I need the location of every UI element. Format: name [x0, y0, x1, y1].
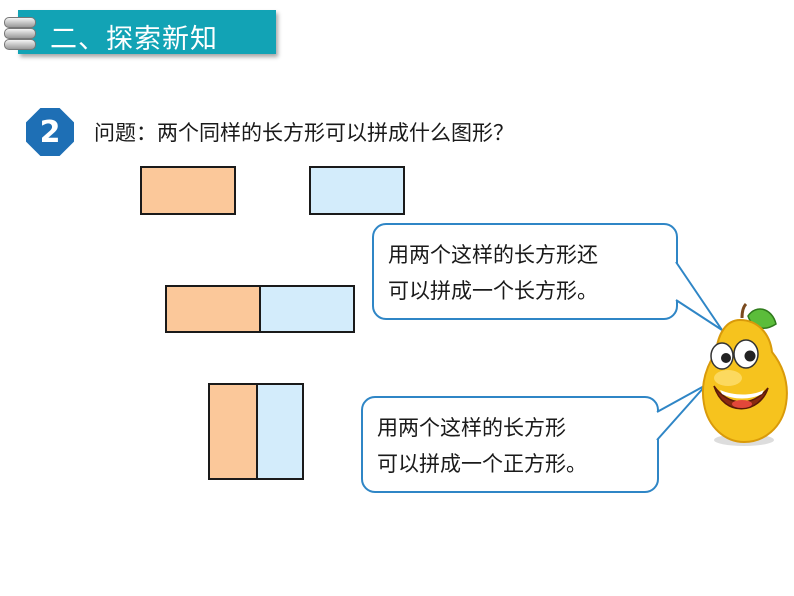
binder-ring-icon	[4, 28, 36, 39]
section-header: 二、探索新知	[18, 10, 276, 55]
blue-rectangle	[309, 166, 405, 215]
bubble-tail-icon	[656, 384, 707, 441]
binder-ring-icon	[4, 17, 36, 28]
problem-number-badge: 2	[26, 108, 74, 156]
speech-bubble-square: 用两个这样的长方形 可以拼成一个正方形。	[361, 396, 659, 493]
section-title: 二、探索新知	[50, 24, 218, 55]
bubble-text-line: 可以拼成一个正方形。	[377, 452, 587, 476]
pear-mascot-icon	[702, 302, 788, 446]
bubble-text-line: 用两个这样的长方形还	[388, 243, 598, 267]
problem-question: 问题：两个同样的长方形可以拼成什么图形？	[94, 121, 514, 145]
combined-rectangle-right	[259, 285, 355, 333]
combined-rectangle-left	[165, 285, 261, 333]
combined-square-right	[256, 383, 304, 480]
bubble-text-line: 用两个这样的长方形	[377, 416, 566, 440]
speech-bubble-rectangle: 用两个这样的长方形还 可以拼成一个长方形。	[372, 223, 678, 320]
orange-rectangle	[140, 166, 236, 215]
bubble-text-line: 可以拼成一个长方形。	[388, 279, 598, 303]
binder-ring-icon	[4, 39, 36, 50]
bubble-tail-icon	[675, 261, 723, 331]
problem-number: 2	[39, 114, 61, 150]
